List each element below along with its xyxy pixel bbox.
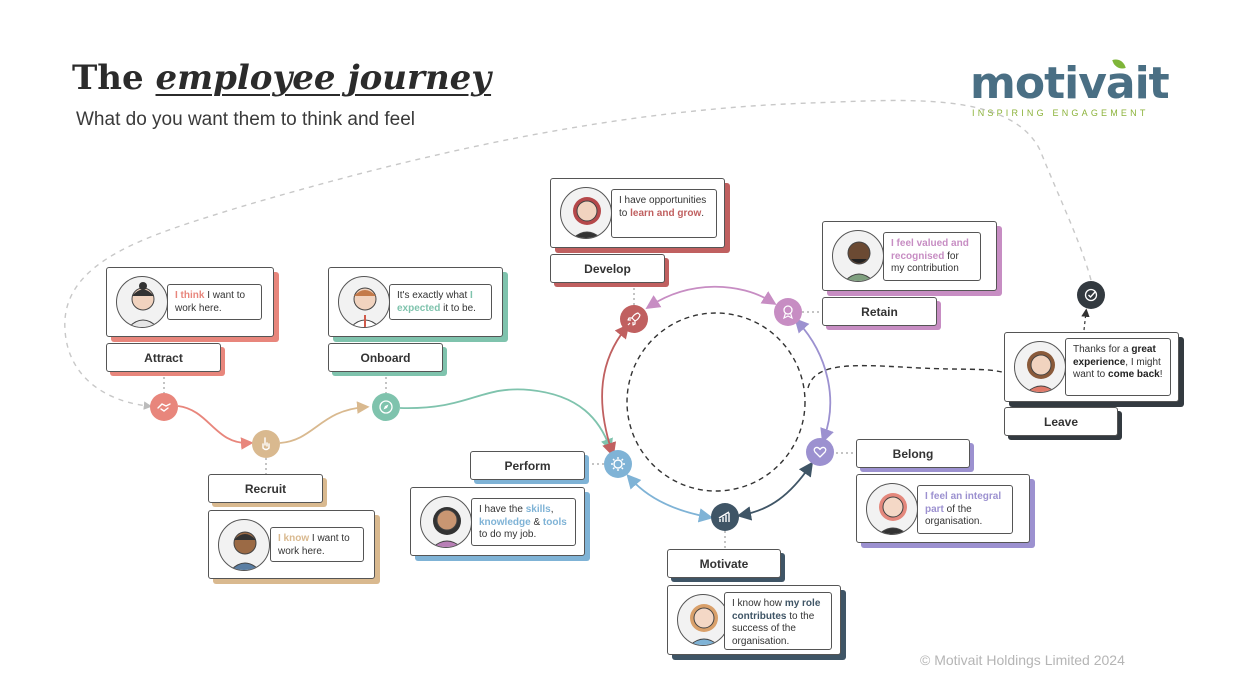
- onboard-quote-card: It's exactly what I expected it to be.: [328, 267, 503, 337]
- belong-quote: I feel an integral part of the organisat…: [917, 485, 1013, 534]
- award-icon: [783, 305, 793, 320]
- recruit-quote-card: I know I want to work here.: [208, 510, 375, 579]
- recruit-label: Recruit: [208, 474, 323, 503]
- onboard-quote: It's exactly what I expected it to be.: [389, 284, 492, 320]
- compass-icon: [379, 400, 393, 414]
- develop-quote: I have opportunities to learn and grow.: [611, 189, 717, 238]
- rocket-icon: [627, 312, 641, 326]
- gear-icon: [611, 457, 625, 471]
- leave-label: Leave: [1004, 407, 1118, 436]
- recruit-node[interactable]: [252, 430, 280, 458]
- attract-label: Attract: [106, 343, 221, 372]
- copyright-text: © Motivait Holdings Limited 2024: [920, 652, 1125, 668]
- motivait-logo: motivait INSPIRING ENGAGEMENT: [970, 56, 1170, 122]
- develop-label: Develop: [550, 254, 665, 283]
- pointing-hand-icon: [262, 437, 270, 451]
- recruit-quote: I know I want to work here.: [270, 527, 364, 562]
- attract-node[interactable]: [150, 393, 178, 421]
- retain-quote: I feel valued and recognised for my cont…: [883, 232, 981, 281]
- motivate-avatar: [677, 594, 729, 646]
- recruit-avatar: [218, 519, 270, 571]
- belong-label: Belong: [856, 439, 970, 468]
- leave-quote-card: Thanks for a great experience, I might w…: [1004, 332, 1179, 402]
- logo-tagline: INSPIRING ENGAGEMENT: [972, 108, 1149, 118]
- attract-quote: I think I want to work here.: [167, 284, 262, 320]
- develop-node[interactable]: [620, 305, 648, 333]
- belong-quote-card: I feel an integral part of the organisat…: [856, 474, 1030, 543]
- perform-quote: I have the skills, knowledge & tools to …: [471, 498, 576, 546]
- logo-wordmark: motivait: [970, 58, 1170, 109]
- motivate-quote-card: I know how my role contributes to the su…: [667, 585, 841, 655]
- leave-node[interactable]: [1077, 281, 1105, 309]
- perform-quote-card: I have the skills, knowledge & tools to …: [410, 487, 585, 556]
- belong-node[interactable]: [806, 438, 834, 466]
- develop-quote-card: I have opportunities to learn and grow.: [550, 178, 725, 248]
- attract-quote-card: I think I want to work here.: [106, 267, 274, 337]
- perform-node[interactable]: [604, 450, 632, 478]
- motivate-quote: I know how my role contributes to the su…: [724, 592, 832, 650]
- onboard-label: Onboard: [328, 343, 443, 372]
- retain-node[interactable]: [774, 298, 802, 326]
- develop-avatar: [560, 187, 612, 239]
- retain-label: Retain: [822, 297, 937, 326]
- perform-avatar: [420, 496, 472, 548]
- leave-avatar: [1014, 341, 1066, 393]
- retain-quote-card: I feel valued and recognised for my cont…: [822, 221, 997, 291]
- perform-label: Perform: [470, 451, 585, 480]
- onboard-avatar: [338, 276, 390, 328]
- motivate-label: Motivate: [667, 549, 781, 578]
- attract-avatar: [116, 276, 168, 328]
- heart-icon: [813, 446, 827, 458]
- onboard-node[interactable]: [372, 393, 400, 421]
- motivate-node[interactable]: [711, 503, 739, 531]
- leave-quote: Thanks for a great experience, I might w…: [1065, 338, 1171, 396]
- page-title: The employee journey: [72, 58, 492, 98]
- growth-chart-icon: [718, 511, 730, 522]
- page-subtitle: What do you want them to think and feel: [76, 109, 416, 130]
- hand-shake-icon: [157, 403, 171, 412]
- retain-avatar: [832, 230, 884, 282]
- check-circle-icon: [1084, 288, 1098, 302]
- belong-avatar: [866, 483, 918, 535]
